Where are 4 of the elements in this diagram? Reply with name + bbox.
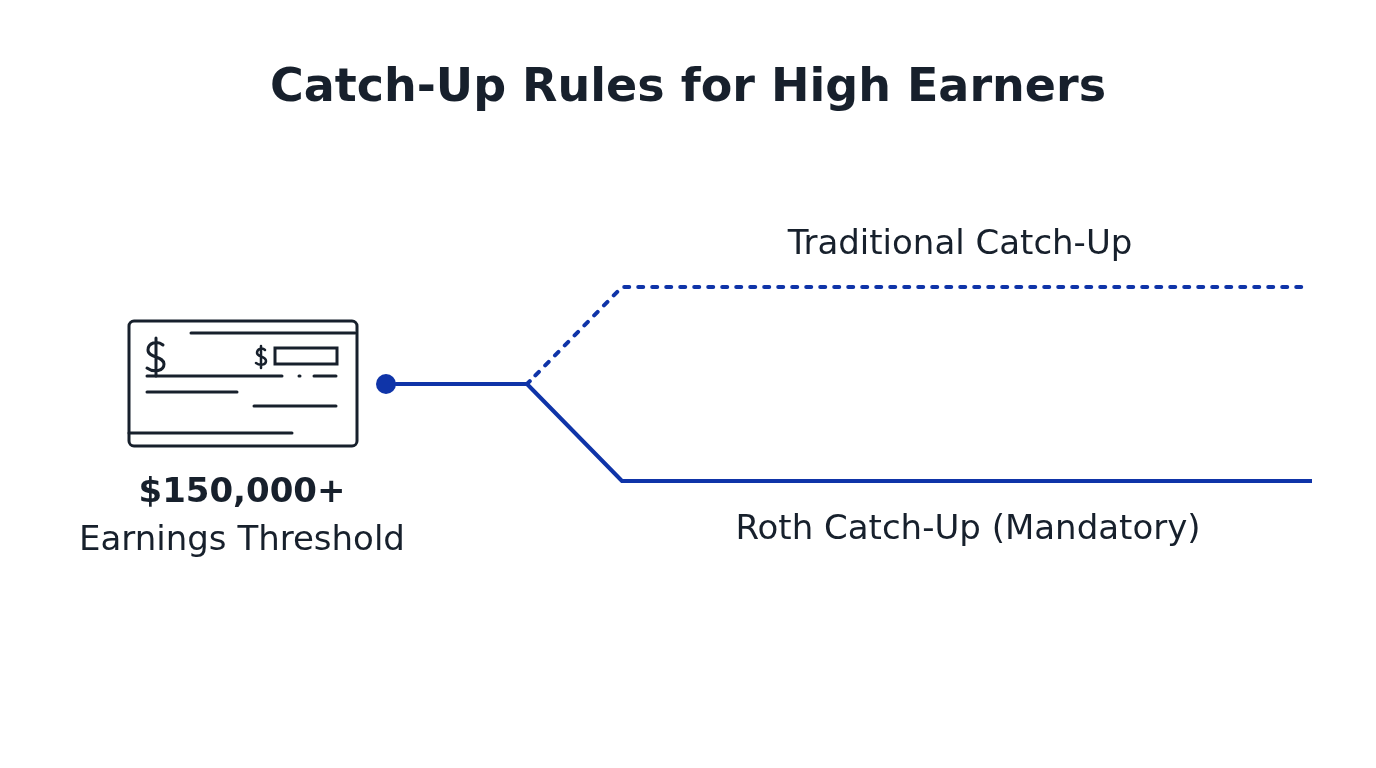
- start-dot: [376, 374, 396, 394]
- threshold-caption: Earnings Threshold: [78, 518, 406, 558]
- title: Catch-Up Rules for High Earners: [268, 58, 1108, 112]
- threshold-amount: $150,000+: [137, 470, 347, 510]
